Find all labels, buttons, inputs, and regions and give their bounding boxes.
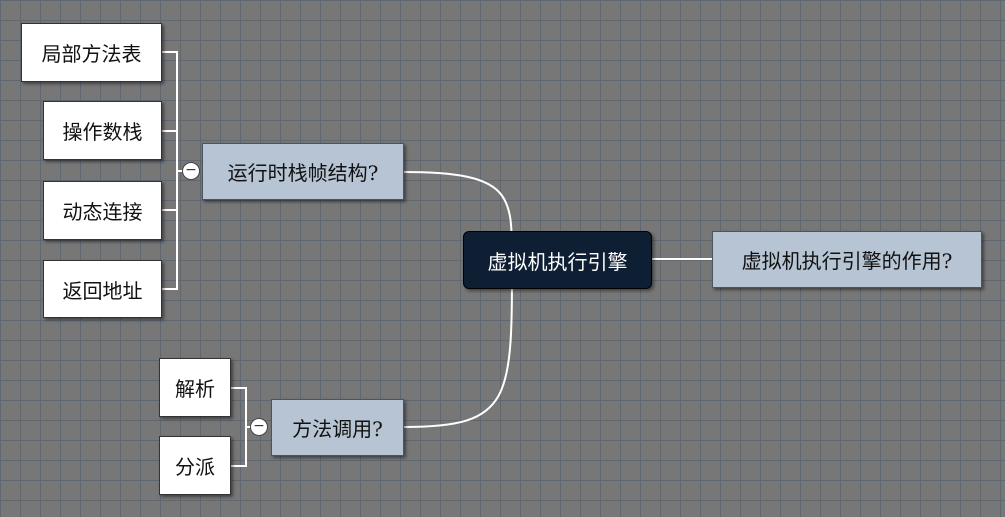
leaf-resolution[interactable]: 解析 [159, 358, 231, 417]
root-node[interactable]: 虚拟机执行引擎 [463, 231, 652, 289]
collapse-stack-frame-button[interactable]: − [182, 162, 200, 180]
root-node-label: 虚拟机执行引擎 [487, 249, 628, 274]
connector-stack-frame-bracket [162, 51, 191, 290]
branch-method-call-label: 方法调用? [292, 417, 383, 441]
branch-method-call[interactable]: 方法调用? [271, 399, 404, 456]
branch-role[interactable]: 虚拟机执行引擎的作用? [712, 231, 982, 288]
branch-stack-frame-label: 运行时栈帧结构? [227, 161, 379, 185]
leaf-return-address[interactable]: 返回地址 [43, 260, 162, 318]
leaf-operand-stack[interactable]: 操作数栈 [43, 101, 162, 160]
leaf-label: 返回地址 [62, 278, 143, 303]
leaf-dynamic-linking[interactable]: 动态连接 [43, 181, 162, 240]
collapse-method-call-button[interactable]: − [250, 418, 268, 436]
leaf-dispatch[interactable]: 分派 [159, 436, 231, 495]
leaf-label: 局部方法表 [41, 42, 142, 66]
leaf-label: 解析 [175, 377, 215, 401]
connector-root-method-call [403, 258, 513, 428]
leaf-label: 动态连接 [62, 200, 143, 224]
leaf-label: 操作数栈 [62, 120, 143, 144]
leaf-local-method-table[interactable]: 局部方法表 [21, 23, 162, 82]
branch-role-label: 虚拟机执行引擎的作用? [741, 249, 953, 273]
branch-stack-frame[interactable]: 运行时栈帧结构? [202, 143, 404, 200]
leaf-label: 分派 [175, 455, 215, 479]
